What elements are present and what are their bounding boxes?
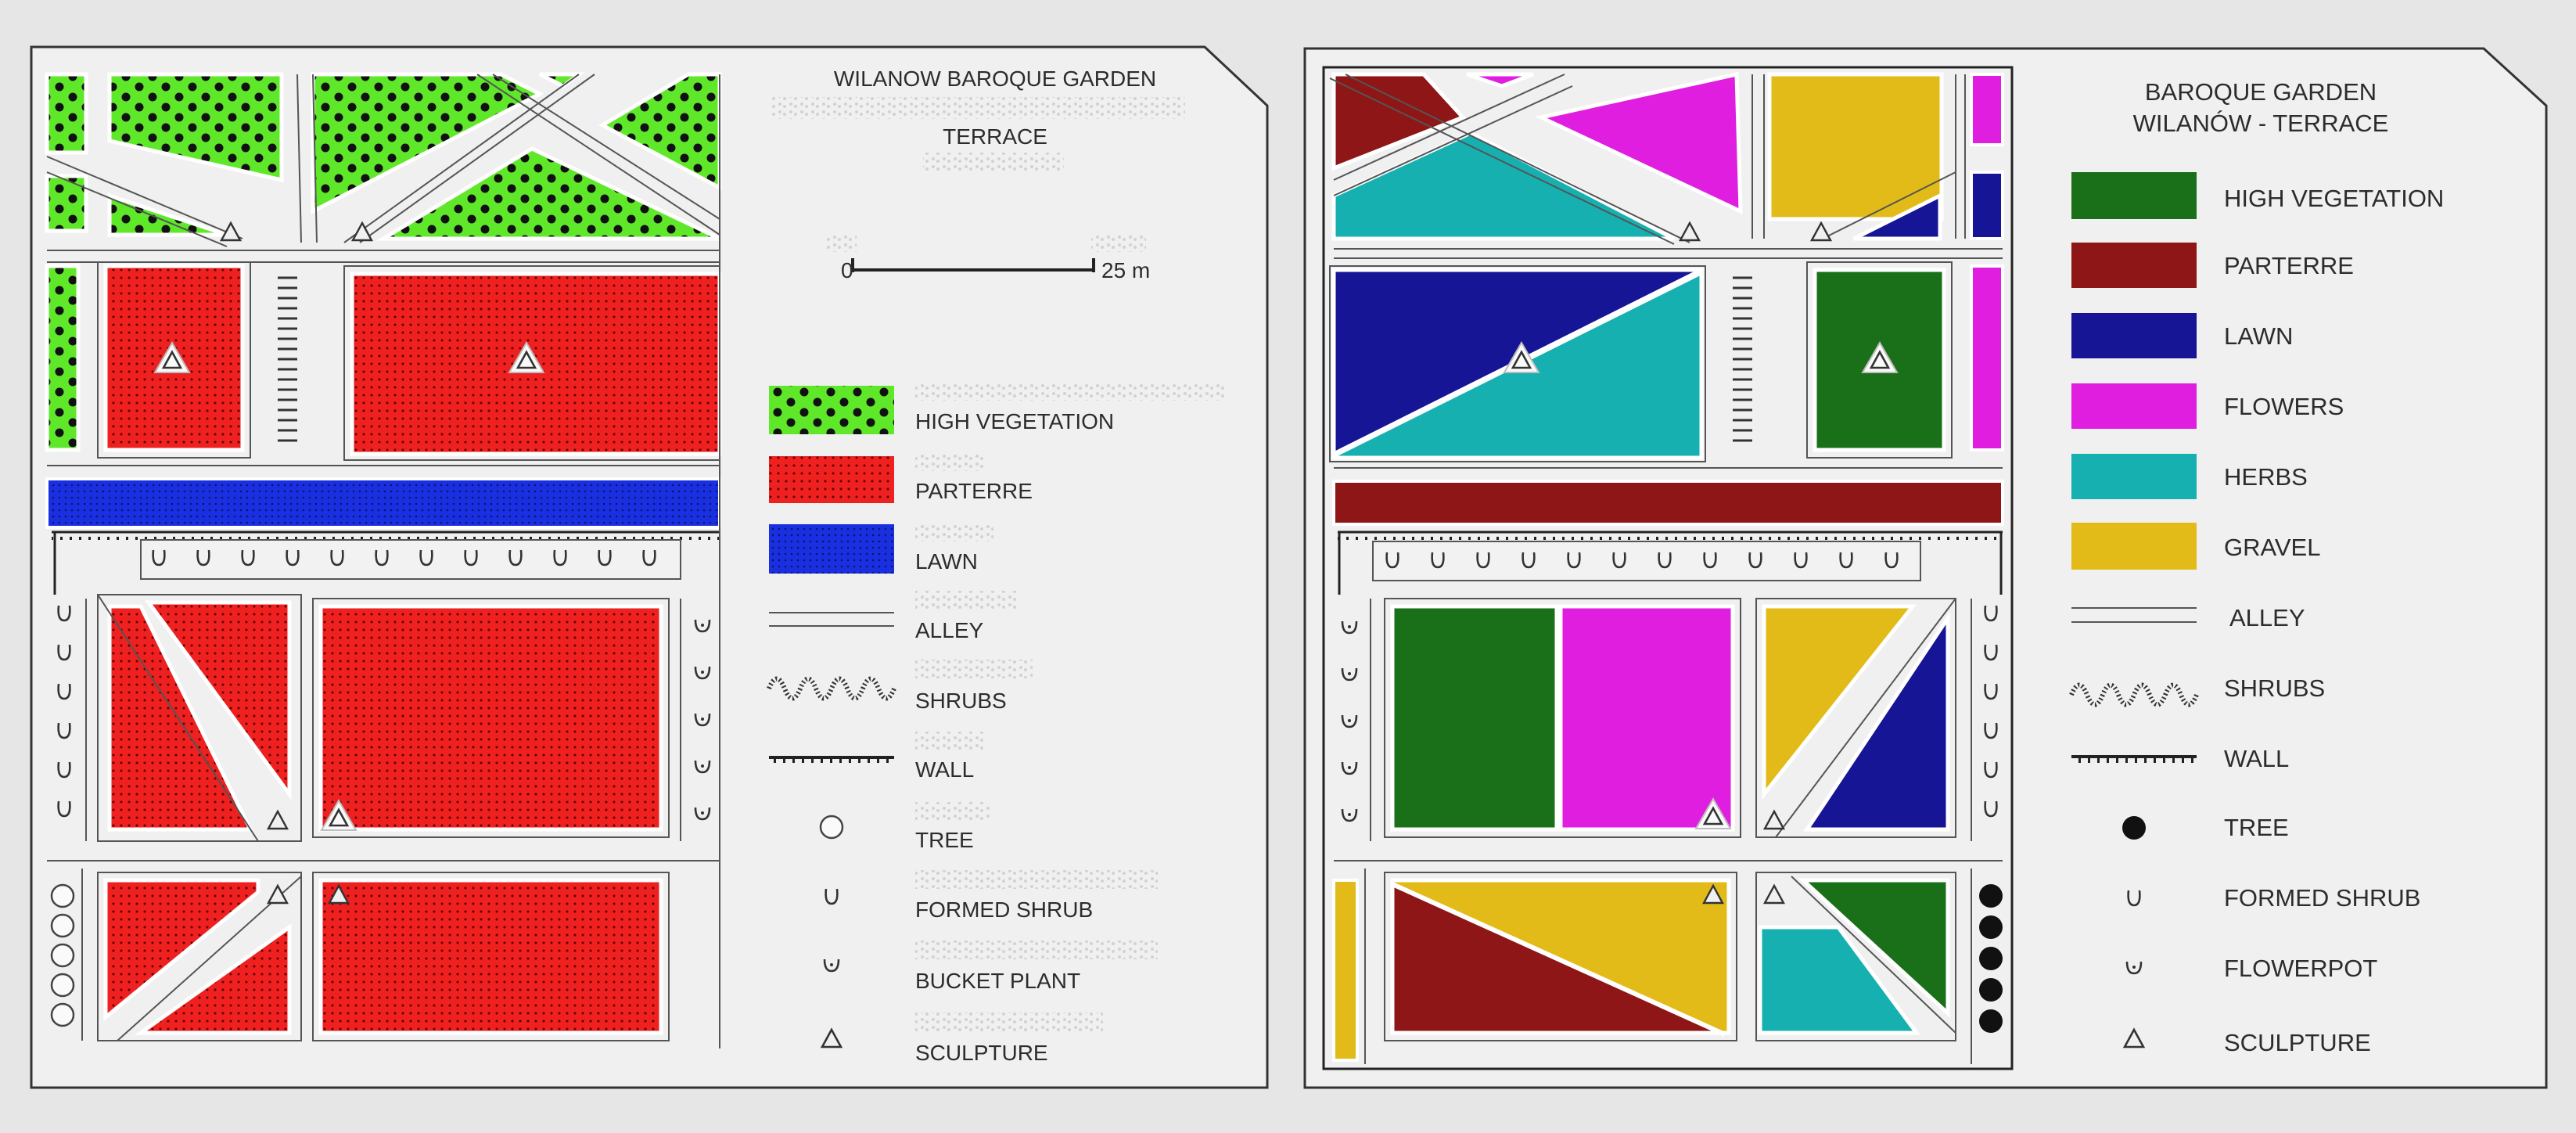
legend-swatch-shrubs — [767, 676, 896, 701]
herbs-area — [1758, 925, 1920, 1035]
high-vegetation-area — [45, 264, 81, 452]
tree-icon — [2122, 816, 2146, 840]
tree-column — [50, 883, 75, 1027]
legend-swatch-high-vegetation — [769, 386, 894, 434]
legend-label: SHRUBS — [2224, 674, 2325, 702]
scale-end: 25 m — [1101, 258, 1150, 282]
gravel-area — [1767, 72, 1944, 221]
legend-swatch-lawn — [769, 524, 894, 574]
legend-label: PARTERRE — [915, 479, 1033, 503]
lawn-area — [1852, 192, 1942, 241]
high-vegetation-area — [376, 146, 721, 241]
right-legend: HIGH VEGETATION PARTERRE LAWN FLOWERS HE… — [2069, 172, 2444, 1056]
alley-lines — [46, 74, 720, 263]
braille-dots — [923, 153, 1064, 172]
legend-label: HIGH VEGETATION — [2224, 185, 2444, 212]
legend-label: HIGH VEGETATION — [915, 409, 1114, 433]
legend-swatch-parterre — [2071, 243, 2197, 288]
flowers-area — [1535, 71, 1743, 214]
legend-label: LAWN — [2224, 322, 2293, 350]
legend-swatch-parterre — [769, 456, 894, 503]
legend-label: PARTERRE — [2224, 252, 2354, 279]
high-vegetation-area — [311, 72, 544, 215]
flowers-area — [1558, 604, 1735, 832]
left-title-line1: WILANOW BAROQUE GARDEN — [834, 67, 1156, 91]
high-vegetation-area — [107, 72, 284, 183]
high-vegetation-area — [107, 192, 228, 237]
legend-label: TREE — [2224, 814, 2289, 841]
gravel-area — [1332, 879, 1359, 1062]
legend-label: FORMED SHRUB — [915, 897, 1093, 922]
stairs — [1733, 276, 1752, 442]
scale-start: 0 — [841, 258, 853, 282]
legend-swatch-lawn — [2071, 313, 2197, 358]
gravel-area — [1762, 604, 1917, 800]
legend-label: FORMED SHRUB — [2224, 884, 2420, 912]
legend-label: SHRUBS — [915, 689, 1007, 713]
parterre-area — [135, 923, 292, 1035]
left-title-line2: TERRACE — [943, 124, 1047, 149]
legend-swatch-herbs — [2071, 454, 2197, 499]
legend-label: ALLEY — [2229, 604, 2305, 631]
tree-column — [1979, 884, 2003, 1033]
color-map-panel: BAROQUE GARDEN WILANÓW - TERRACE HIGH VE… — [1303, 47, 2548, 1089]
high-vegetation-area — [1390, 604, 1559, 832]
legend-label: FLOWERS — [2224, 393, 2344, 420]
high-vegetation-area — [45, 174, 88, 233]
legend-label: SCULPTURE — [2224, 1029, 2371, 1056]
legend-label: WALL — [915, 757, 974, 782]
legend-swatch-shrubs — [2069, 682, 2199, 707]
legend-label: FLOWERPOT — [2224, 955, 2377, 982]
legend-label: SCULPTURE — [915, 1041, 1048, 1065]
legend-label: TREE — [915, 828, 974, 852]
flowers-area — [1970, 73, 2004, 146]
legend-label: WALL — [2224, 745, 2289, 772]
tactile-map-panel: WILANOW BAROQUE GARDEN TERRACE 0 25 m HI… — [30, 45, 1269, 1089]
flowers-area — [1970, 264, 2004, 451]
parterre-area — [145, 600, 292, 800]
braille-dots — [771, 97, 1185, 119]
right-title-line2: WILANÓW - TERRACE — [2133, 110, 2389, 137]
right-map-area — [1329, 71, 2004, 1064]
legend-label: GRAVEL — [2224, 534, 2320, 561]
left-map-area — [45, 72, 722, 1048]
high-vegetation-area — [1798, 878, 1950, 1018]
legend-swatch-gravel — [2071, 523, 2197, 570]
parterre-area — [103, 878, 260, 1022]
stairs — [278, 276, 297, 442]
legend-swatch-high-vegetation — [2071, 172, 2197, 219]
right-title-line1: BAROQUE GARDEN — [2145, 78, 2377, 106]
parterre-area — [318, 878, 663, 1035]
parterre-area — [318, 604, 663, 832]
legend-label: BUCKET PLANT — [915, 969, 1080, 993]
legend-label: HERBS — [2224, 463, 2308, 491]
parterre-area — [1332, 480, 2004, 526]
lawn-area — [1970, 171, 2004, 240]
left-legend: HIGH VEGETATION PARTERRE LAWN ALLEY SHRU… — [767, 382, 1224, 1065]
legend-swatch-flowers — [2071, 383, 2197, 429]
high-vegetation-area — [45, 72, 88, 155]
flowers-area — [1466, 72, 1534, 88]
sculpture-icon — [820, 1027, 843, 1048]
legend-label: ALLEY — [915, 618, 983, 642]
lawn-area — [45, 477, 721, 529]
sculpture-icon — [2122, 1027, 2146, 1048]
legend-label: LAWN — [915, 549, 978, 574]
tree-icon — [819, 815, 844, 840]
lawn-area — [1803, 611, 1950, 832]
parterre-area — [1331, 72, 1467, 171]
scale-bar: 0 25 m — [825, 235, 1150, 282]
